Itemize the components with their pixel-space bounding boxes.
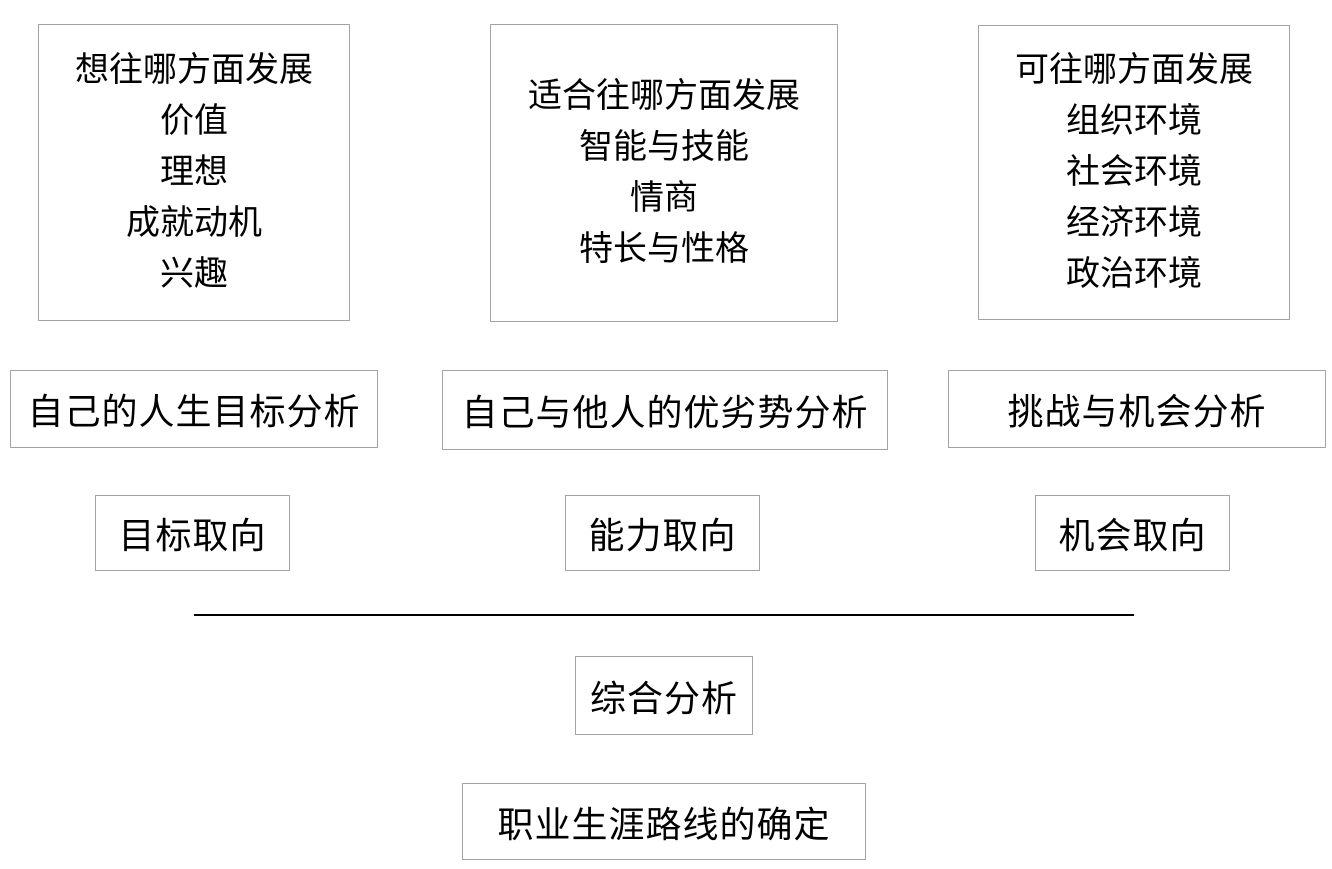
box-want-direction-item-2: 理想 [160, 152, 228, 192]
box-ability-orientation-label: 能力取向 [588, 516, 737, 557]
box-strength-weakness-analysis: 自己与他人的优劣势分析 [442, 370, 888, 450]
box-strength-weakness-analysis-label: 自己与他人的优劣势分析 [461, 393, 869, 434]
divider-line [194, 614, 1134, 616]
box-opportunity-orientation: 机会取向 [1035, 495, 1230, 571]
box-can-direction: 可往哪方面发展 组织环境 社会环境 经济环境 政治环境 [978, 25, 1290, 320]
box-can-direction-item-4: 政治环境 [1066, 254, 1202, 294]
box-suit-direction-item-3: 特长与性格 [579, 229, 749, 269]
box-want-direction: 想往哪方面发展 价值 理想 成就动机 兴趣 [38, 24, 350, 321]
box-suit-direction-item-2: 情商 [630, 178, 698, 218]
box-goal-orientation-label: 目标取向 [118, 516, 267, 557]
box-career-path-determination-label: 职业生涯路线的确定 [497, 804, 831, 846]
box-ability-orientation: 能力取向 [565, 495, 760, 571]
box-want-direction-item-4: 兴趣 [160, 254, 228, 294]
box-can-direction-item-1: 组织环境 [1066, 101, 1202, 141]
box-career-path-determination: 职业生涯路线的确定 [462, 783, 866, 860]
box-comprehensive-analysis-label: 综合分析 [589, 678, 738, 720]
box-life-goal-analysis-label: 自己的人生目标分析 [27, 392, 361, 433]
box-want-direction-item-1: 价值 [160, 101, 228, 141]
box-life-goal-analysis: 自己的人生目标分析 [10, 370, 378, 448]
box-suit-direction-item-1: 智能与技能 [579, 127, 749, 167]
box-can-direction-item-3: 经济环境 [1066, 203, 1202, 243]
box-opportunity-orientation-label: 机会取向 [1058, 516, 1207, 557]
box-can-direction-item-2: 社会环境 [1066, 152, 1202, 192]
box-want-direction-item-3: 成就动机 [126, 203, 262, 243]
box-suit-direction-title: 适合往哪方面发展 [528, 76, 800, 116]
box-challenge-opportunity-analysis: 挑战与机会分析 [948, 370, 1326, 448]
box-challenge-opportunity-analysis-label: 挑战与机会分析 [1007, 392, 1267, 433]
box-goal-orientation: 目标取向 [95, 495, 290, 571]
box-can-direction-title: 可往哪方面发展 [1015, 50, 1253, 90]
box-comprehensive-analysis: 综合分析 [575, 656, 753, 735]
box-want-direction-title: 想往哪方面发展 [75, 50, 313, 90]
box-suit-direction: 适合往哪方面发展 智能与技能 情商 特长与性格 [490, 24, 838, 322]
